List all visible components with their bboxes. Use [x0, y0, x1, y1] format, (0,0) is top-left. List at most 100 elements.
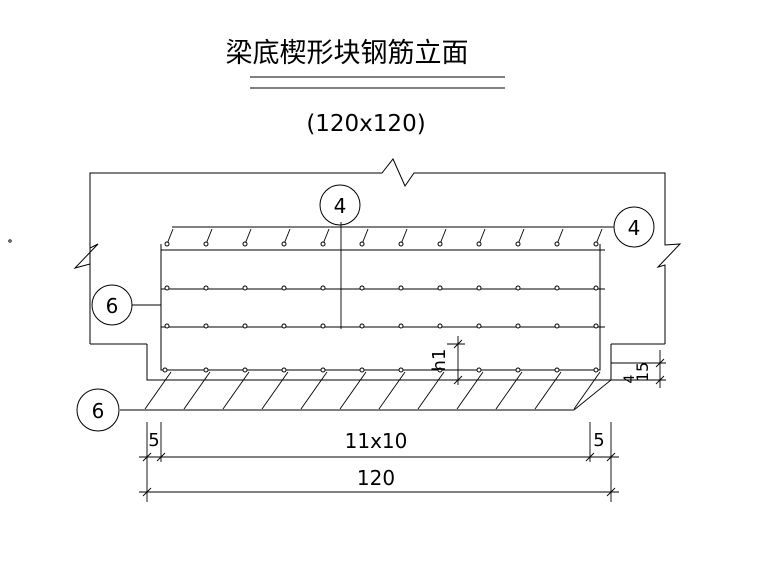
top-hatch-tick	[595, 228, 603, 245]
edge-mark	[8, 239, 12, 243]
rebar-dot	[554, 323, 560, 329]
rebar-dot	[242, 323, 248, 329]
bottom-rebar-dot	[203, 367, 209, 373]
rebar-dot	[515, 241, 521, 247]
right-dim-sub-label: 4	[622, 374, 638, 383]
rebar-dot	[437, 323, 443, 329]
rebar-dot	[437, 285, 443, 291]
h1-slash-top	[453, 339, 463, 349]
top-hatch-tick	[166, 228, 174, 245]
bottom-rebar-dot	[320, 367, 326, 373]
bottom-hatch-tick	[456, 371, 484, 410]
bottom-rebar-dot	[593, 367, 599, 373]
top-hatch-tick	[400, 228, 408, 245]
top-hatch-tick	[478, 228, 486, 245]
rebar-dot	[359, 323, 365, 329]
rebar-dot	[281, 241, 287, 247]
bottom-hatch-tick	[378, 371, 406, 410]
rebar-dot	[476, 241, 482, 247]
callout-left-mid-label: 6	[106, 294, 119, 318]
top-hatch-tick	[322, 228, 330, 245]
rebar-dot	[242, 285, 248, 291]
rebar-dot	[398, 323, 404, 329]
rebar-dot	[281, 285, 287, 291]
top-hatch-ticks	[166, 228, 603, 245]
rebar-dot	[281, 323, 287, 329]
drawing-subtitle: (120x120)	[306, 111, 425, 137]
drawing-title: 梁底楔形块钢筋立面	[226, 38, 469, 69]
right-dim-slash-top	[655, 358, 665, 368]
bottom-hatch-tick	[534, 371, 562, 410]
rebar-dot	[398, 285, 404, 291]
rebar-dot	[476, 323, 482, 329]
callout-circle-top-mid	[319, 184, 361, 226]
right-dim-label: 15	[633, 362, 652, 382]
rebar-dot	[203, 323, 209, 329]
bottom-rebar-dot	[437, 367, 443, 373]
top-hatch-tick	[556, 228, 564, 245]
h1-label: h1	[429, 349, 450, 372]
inner-bar-outline	[160, 244, 601, 371]
h1-slash-bottom	[453, 375, 463, 385]
beam-outline	[73, 158, 682, 344]
right-dim-slash-bottom	[655, 375, 665, 385]
bottom-hatch-tick	[183, 371, 211, 410]
rebar-dot	[203, 285, 209, 291]
rebar-dot	[593, 285, 599, 291]
bottom-rebar-dot	[476, 367, 482, 373]
bottom-rebar-dot	[359, 367, 365, 373]
rebar-dot	[515, 323, 521, 329]
top-hatch-tick	[361, 228, 369, 245]
bottom-rebar-dot	[281, 367, 287, 373]
bottom-hatch-tick	[495, 371, 523, 410]
rebar-dot	[203, 241, 209, 247]
rebar-dot	[476, 285, 482, 291]
bottom-rebar-dot	[242, 367, 248, 373]
bottom-hatch-tick	[573, 371, 601, 410]
rebar-dot	[359, 285, 365, 291]
dim-middle-label: 11x10	[345, 429, 408, 453]
rebar-dot	[554, 241, 560, 247]
bottom-rebar-dot	[554, 367, 560, 373]
bottom-hatch-tick	[222, 371, 250, 410]
dim-slashes	[142, 452, 616, 497]
rebar-dot	[164, 241, 170, 247]
rebar-dot	[320, 285, 326, 291]
wedge-block-outline	[146, 344, 612, 381]
dim-overall-label: 120	[357, 466, 395, 490]
rebar-dot	[437, 241, 443, 247]
top-hatch-tick	[283, 228, 291, 245]
top-hatch-tick	[439, 228, 447, 245]
rebar-dot	[554, 285, 560, 291]
dim-left-end-label: 5	[148, 430, 159, 451]
rebar-dot	[398, 241, 404, 247]
rebar-dot	[359, 241, 365, 247]
bottom-rebar-dot	[162, 367, 168, 373]
callout-top-right-label: 4	[628, 216, 641, 240]
rebar-dot	[593, 241, 599, 247]
dim-right-end-label: 5	[593, 430, 604, 451]
rebar-dot-rows	[164, 241, 599, 329]
bottom-hatch-ticks	[144, 371, 612, 411]
bottom-rebar-dots	[162, 367, 599, 373]
bottom-hatch-tick	[417, 371, 445, 410]
bottom-hatch-tick	[300, 371, 328, 410]
callout-circle-left-bottom	[76, 388, 120, 432]
bottom-hatch-tick	[339, 371, 367, 410]
rebar-dot	[320, 241, 326, 247]
rebar-dot	[320, 323, 326, 329]
bottom-hatch-tick	[144, 371, 172, 410]
rebar-dot	[164, 285, 170, 291]
top-hatch-tick	[517, 228, 525, 245]
callout-top-mid-label: 4	[334, 194, 347, 218]
callout-left-bottom-label: 6	[92, 399, 105, 423]
rebar-dot	[164, 323, 170, 329]
bottom-rebar-dot	[515, 367, 521, 373]
bottom-hatch-tick	[261, 371, 289, 410]
rebar-dot	[515, 285, 521, 291]
top-hatch-tick	[205, 228, 213, 245]
bottom-hatch-tick	[573, 379, 612, 411]
bottom-rebar-dot	[398, 367, 404, 373]
rebar-dot	[593, 323, 599, 329]
